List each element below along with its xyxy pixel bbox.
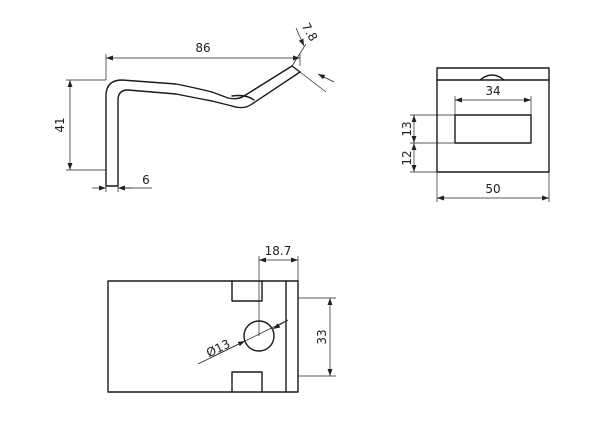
dim-text-78: 7.8 (299, 20, 321, 44)
front-top-bump (479, 74, 505, 81)
ext-line-78-a (291, 43, 307, 67)
dim-text-6: 6 (142, 173, 150, 187)
front-slot (454, 114, 532, 144)
clip-profile-inner (117, 71, 301, 187)
side-view: 86 41 6 7.8 (53, 20, 335, 192)
dia-arrow-1 (209, 340, 246, 359)
dim-text-41: 41 (53, 117, 67, 132)
dim-text-dia13: Ø13 (204, 337, 232, 360)
dim-line-78-a (295, 27, 305, 47)
top-view: 18.7 Ø13 33 (107, 244, 336, 393)
dim-text-187: 18.7 (265, 244, 292, 258)
dim-text-12: 12 (400, 150, 414, 165)
dim-line-78-b (317, 73, 335, 83)
dim-text-50: 50 (485, 182, 500, 196)
top-body (107, 280, 299, 393)
dim-text-33: 33 (315, 329, 329, 344)
top-slot-notch-upper (231, 280, 263, 302)
ext-line-78-b (299, 71, 327, 93)
clip-bump (231, 94, 255, 101)
dim-text-86: 86 (195, 41, 210, 55)
clip-tip (291, 65, 301, 73)
top-slot-notch-lower (231, 371, 263, 393)
dia-arrow-2 (272, 319, 289, 330)
clip-profile-outer (105, 65, 293, 187)
dim-text-34: 34 (485, 84, 500, 98)
front-body (436, 67, 550, 173)
dim-text-13: 13 (400, 121, 414, 136)
front-view: 34 13 12 50 (400, 67, 550, 202)
